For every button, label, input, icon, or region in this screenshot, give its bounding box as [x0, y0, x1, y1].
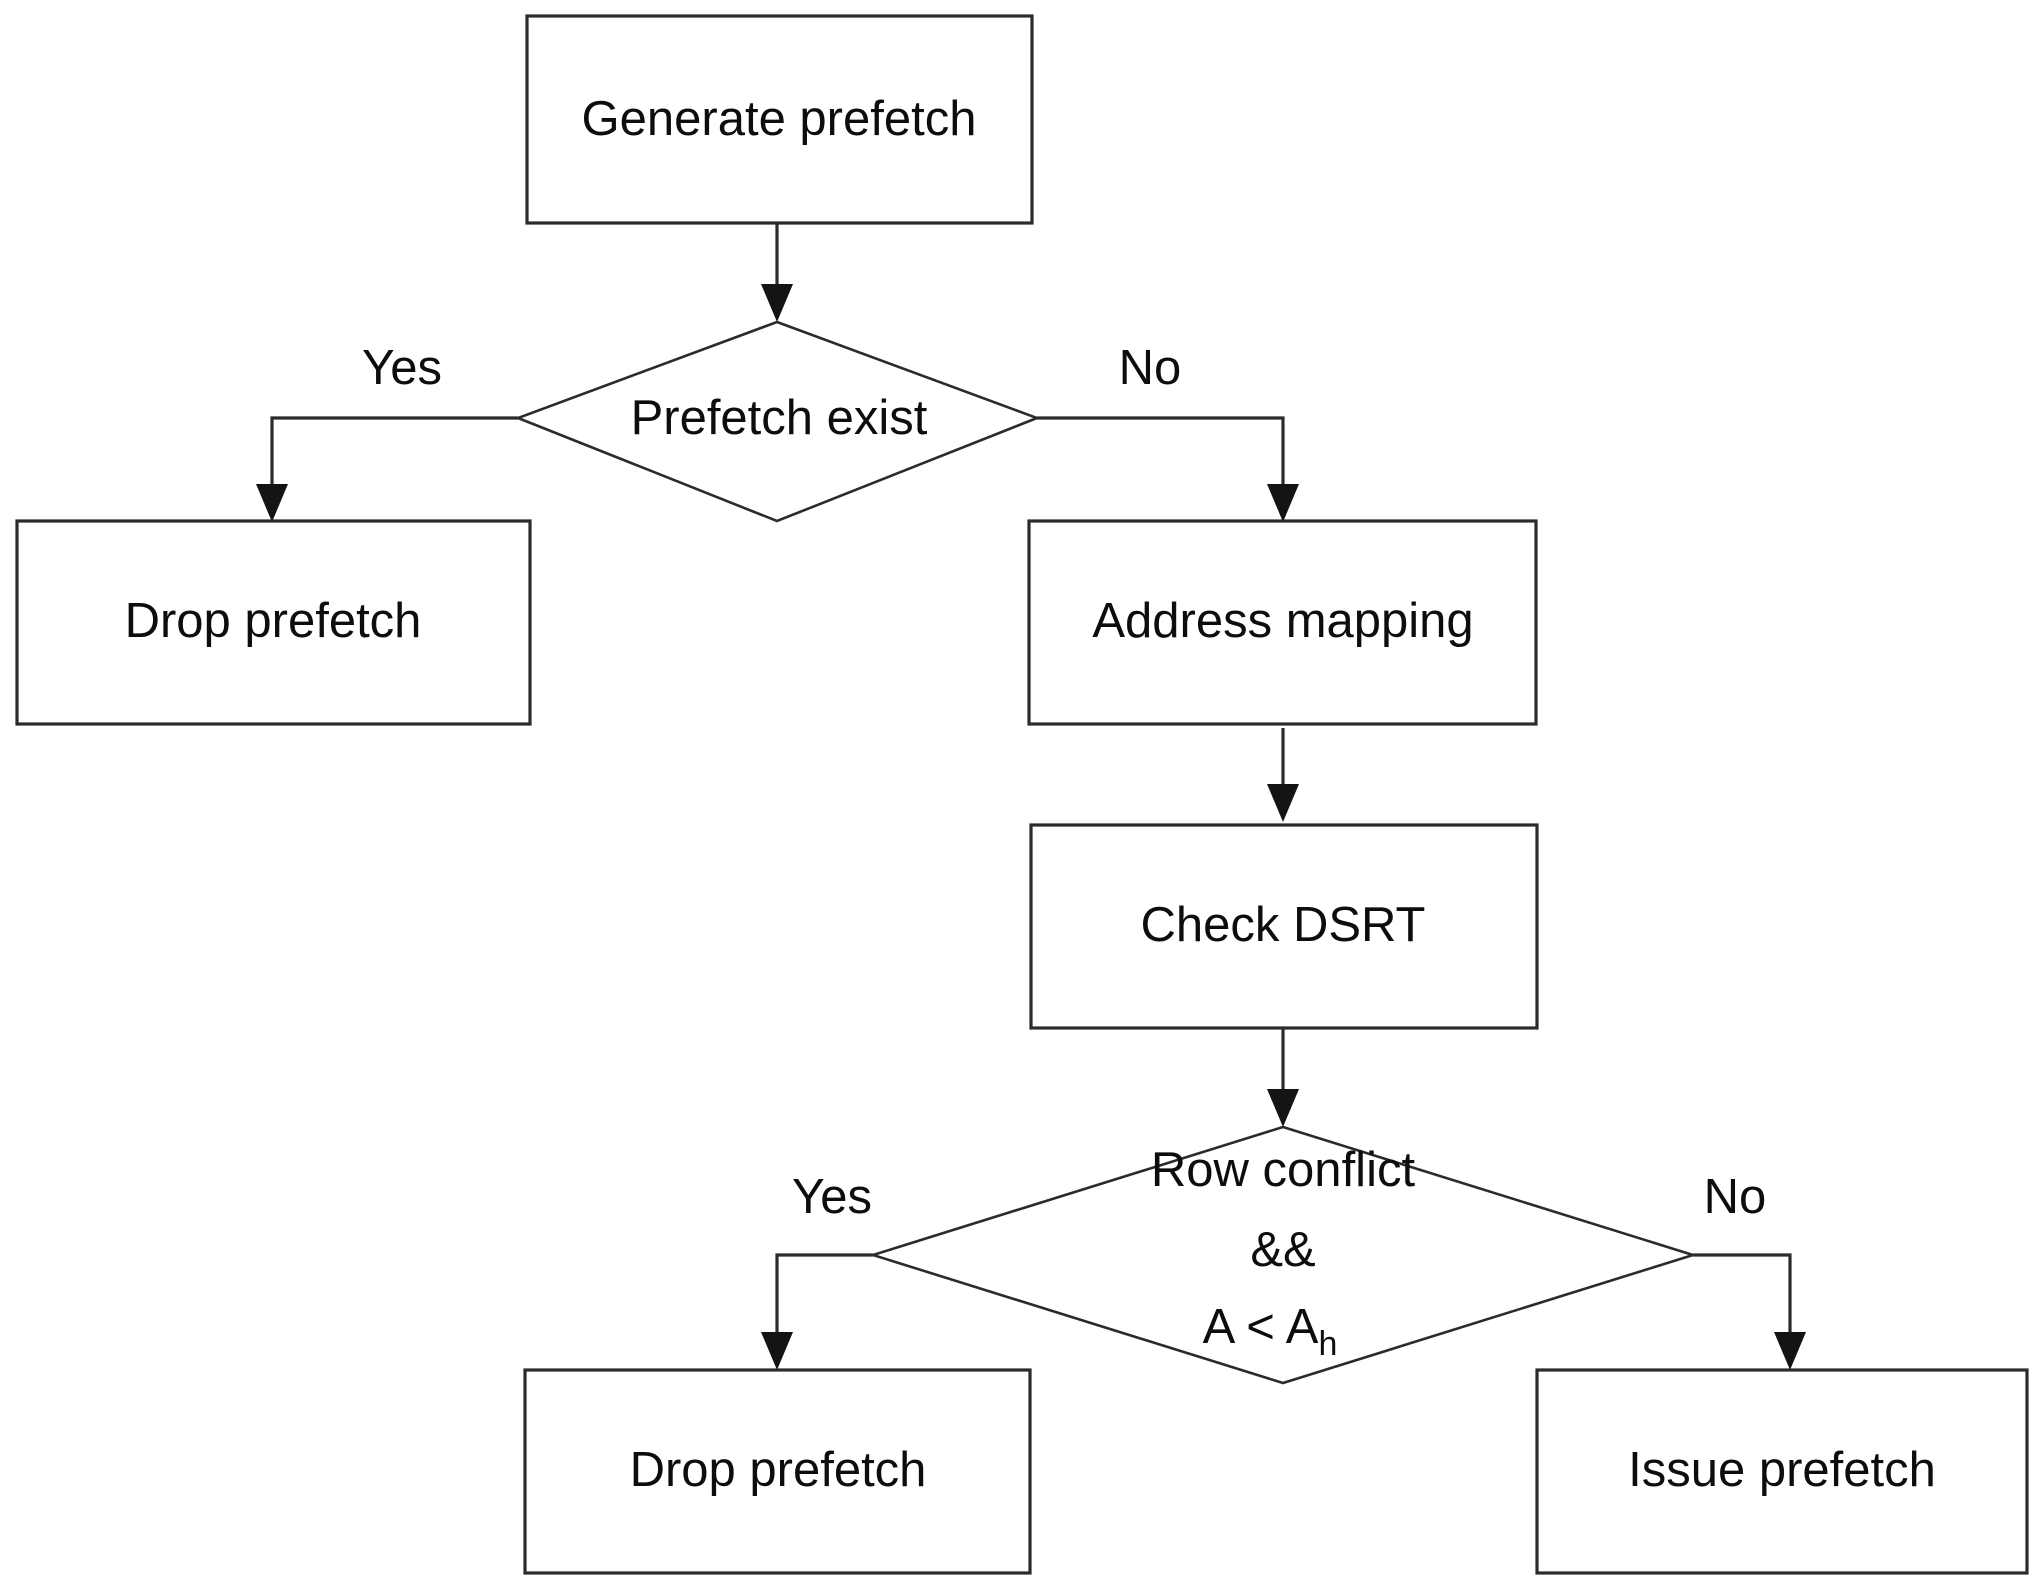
node-issue-prefetch[interactable]: Issue prefetch: [1535, 1368, 2029, 1575]
branch-label-prefetch-exist-yes: Yes: [362, 341, 442, 395]
node-row-conflict-line3: A < Ah: [1203, 1300, 1338, 1363]
node-row-conflict-line3-prefix: A < A: [1203, 1300, 1319, 1354]
edge-generate-to-prefetch-exist: [761, 223, 793, 322]
branch-label-row-conflict-yes: Yes: [792, 1170, 872, 1224]
node-row-conflict-line1: Row conflict: [1151, 1143, 1416, 1197]
edge-check-dsrt-to-row-conflict: [1267, 1028, 1299, 1127]
node-prefetch-exist[interactable]: Prefetch exist: [514, 320, 1041, 523]
node-issue-prefetch-label: Issue prefetch: [1628, 1443, 1936, 1497]
node-prefetch-exist-label: Prefetch exist: [631, 391, 928, 445]
edge-row-conflict-no: [1693, 1253, 1806, 1370]
node-generate-prefetch-label: Generate prefetch: [582, 92, 977, 146]
node-drop-prefetch-left[interactable]: Drop prefetch: [15, 519, 532, 726]
node-generate-prefetch[interactable]: Generate prefetch: [525, 14, 1034, 225]
node-drop-prefetch-left-label: Drop prefetch: [125, 594, 422, 648]
node-address-mapping-label: Address mapping: [1092, 594, 1473, 648]
node-row-conflict-line3-subscript: h: [1318, 1325, 1337, 1363]
node-drop-prefetch-bottom-label: Drop prefetch: [630, 1443, 927, 1497]
node-check-dsrt-label: Check DSRT: [1140, 898, 1425, 952]
node-drop-prefetch-bottom[interactable]: Drop prefetch: [523, 1368, 1032, 1575]
node-row-conflict[interactable]: Row conflict && A < Ah: [868, 1125, 1698, 1385]
edge-prefetch-exist-yes: [256, 416, 518, 522]
node-address-mapping[interactable]: Address mapping: [1027, 519, 1538, 726]
edge-row-conflict-yes: [761, 1253, 873, 1370]
branch-label-row-conflict-no: No: [1704, 1170, 1767, 1224]
edge-address-mapping-to-check-dsrt: [1267, 728, 1299, 822]
edge-prefetch-exist-no: [1037, 416, 1299, 522]
branch-label-prefetch-exist-no: No: [1119, 341, 1182, 395]
node-row-conflict-line2: &&: [1250, 1223, 1315, 1277]
node-check-dsrt[interactable]: Check DSRT: [1029, 823, 1539, 1030]
